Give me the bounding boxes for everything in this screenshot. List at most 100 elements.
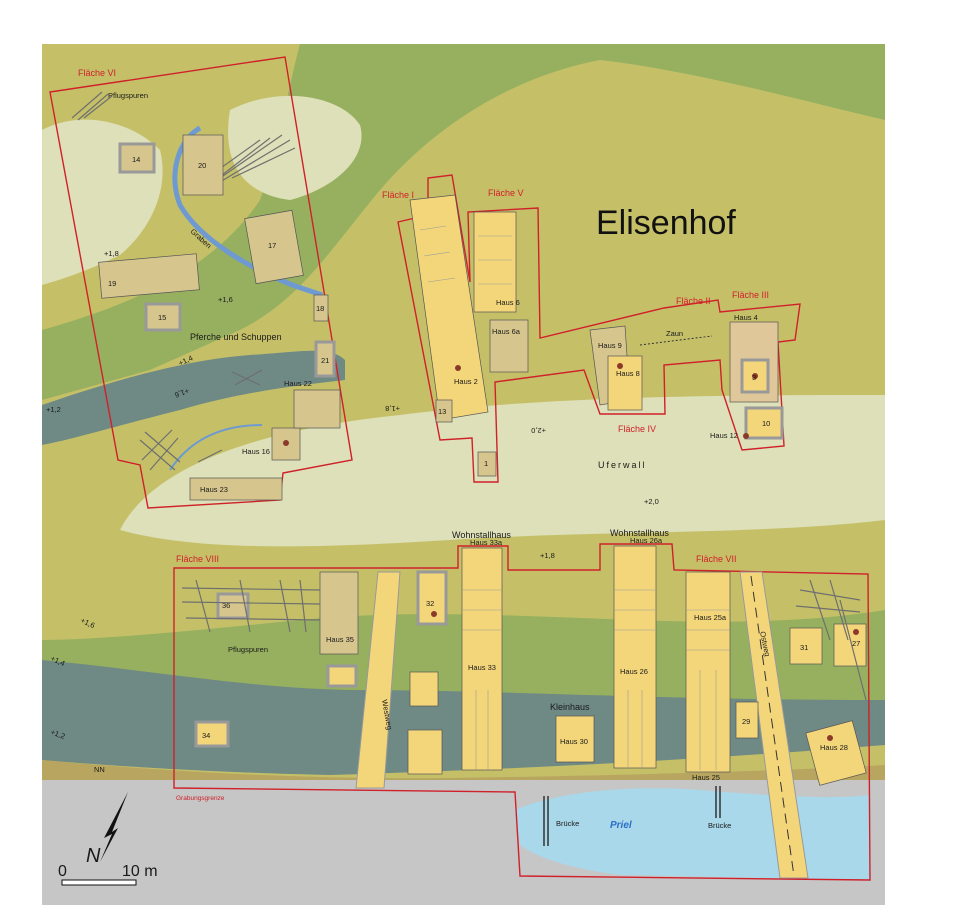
flaeche-ii-label: Fläche II (676, 296, 711, 306)
house-30 (555, 715, 595, 763)
house-20-label: 20 (198, 161, 206, 170)
grabungsgrenze-label: Grabungsgrenze (176, 795, 225, 802)
zaun-line (639, 335, 713, 346)
plough-marks-west (139, 369, 263, 471)
house-12-label: Haus 12 (710, 431, 738, 440)
elev-nn: NN (94, 765, 105, 774)
north-arrow-label: N (86, 845, 101, 867)
wohnstallhaus-26-label: Wohnstallhaus (610, 528, 669, 538)
post-house-2 (455, 365, 461, 371)
house-21 (314, 340, 336, 378)
post-house-3 (752, 373, 758, 379)
house-26 (613, 545, 657, 769)
westweg-road (355, 571, 401, 789)
pflugspuren-south-label: Pflugspuren (228, 645, 268, 654)
house-36 (216, 592, 250, 620)
elev-1-2-west: +1,2 (46, 405, 61, 414)
house-15-label: 15 (158, 313, 166, 322)
house-25a (685, 571, 731, 773)
post-house-16 (283, 440, 289, 446)
house-1-label: 1 (484, 459, 488, 468)
uferwall-label: Uferwall (598, 460, 647, 470)
elev-1-8-center: +1,8 (385, 404, 400, 413)
house-2 (409, 194, 489, 421)
house-34-label: 34 (202, 731, 210, 740)
house-27 (833, 623, 867, 667)
house-6-label: Haus 6 (496, 298, 520, 307)
outbuilding-s1 (409, 671, 439, 707)
flaeche-i-label: Fläche I (382, 190, 414, 200)
post-house-27 (853, 629, 859, 635)
house-30-label: Haus 30 (560, 737, 588, 746)
house-22 (293, 389, 341, 429)
slate-zone-west (42, 350, 345, 445)
house-3-label: 3 (752, 373, 756, 382)
pflugspuren-north-label: Pflugspuren (108, 91, 148, 100)
house-36-label: 36 (222, 601, 230, 610)
flaeche-iv-label: Fläche IV (618, 424, 656, 434)
house-29 (735, 701, 759, 739)
post-house-12 (743, 433, 749, 439)
south-houses (194, 545, 867, 786)
house-31-label: 31 (800, 643, 808, 652)
house-28-label: Haus 28 (820, 743, 848, 752)
house-1 (477, 451, 497, 477)
map-title: Elisenhof (596, 204, 736, 242)
house-32 (416, 570, 448, 626)
graben-ditch (172, 125, 324, 298)
house-2-label: Haus 2 (454, 377, 478, 386)
ditch-south (169, 424, 263, 471)
wohnstallhaus-33-label: Wohnstallhaus (452, 530, 511, 540)
house-34 (194, 720, 230, 748)
house-4-label: Haus 4 (734, 313, 758, 322)
house-8-label: Haus 8 (616, 369, 640, 378)
house-6 (473, 211, 517, 313)
central-houses (409, 194, 784, 477)
flaeche-south-boundary (173, 543, 871, 881)
flaeche-vi-label: Fläche VI (78, 68, 116, 78)
house-33 (461, 547, 503, 771)
house-18-label: 18 (316, 304, 324, 313)
pferche-label: Pferche und Schuppen (190, 332, 282, 342)
north-arrow-icon (100, 792, 128, 862)
house-27-label: 27 (852, 639, 860, 648)
post-house-28 (827, 735, 833, 741)
house-14 (118, 142, 156, 174)
ostweg-centerline (750, 575, 795, 877)
bruecke-east-label: Brücke (708, 821, 731, 830)
zaun-label: Zaun (666, 329, 683, 338)
elev-1-8-south: +1,8 (540, 551, 555, 560)
house-25-label: Haus 25 (692, 773, 720, 782)
house-10-label: 10 (762, 419, 770, 428)
elev-1-6-nw: +1,6 (218, 295, 233, 304)
house-17-label: 17 (268, 241, 276, 250)
house-19 (98, 253, 200, 299)
sand-zone-uferwall (120, 395, 885, 547)
scale-end-label: 10 m (122, 863, 158, 880)
green-zone-north (42, 44, 885, 400)
bridges (543, 786, 721, 846)
house-29-label: 29 (742, 717, 750, 726)
house-32-label: 32 (426, 599, 434, 608)
post-house-32 (431, 611, 437, 617)
bruecke-west-label: Brücke (556, 819, 579, 828)
house-28 (805, 720, 867, 786)
scale-zero-label: 0 (58, 863, 67, 880)
flaeche-iii-label: Fläche III (732, 290, 769, 300)
house-21-label: 21 (321, 356, 329, 365)
house-23 (189, 477, 283, 501)
house-10 (744, 406, 784, 440)
house-26-label: Haus 26 (620, 667, 648, 676)
house-19-label: 19 (108, 279, 116, 288)
house-26a-label: Haus 26a (630, 536, 663, 545)
ostweg-road (739, 571, 809, 879)
house-13 (435, 399, 453, 423)
house-8 (607, 355, 643, 411)
priel-label: Priel (610, 820, 632, 831)
house-33-label: Haus 33 (468, 663, 496, 672)
elev-2-0-south: +2,0 (644, 497, 659, 506)
house-20 (182, 134, 224, 196)
house-6a-label: Haus 6a (492, 327, 521, 336)
house-35-label: Haus 35 (326, 635, 354, 644)
